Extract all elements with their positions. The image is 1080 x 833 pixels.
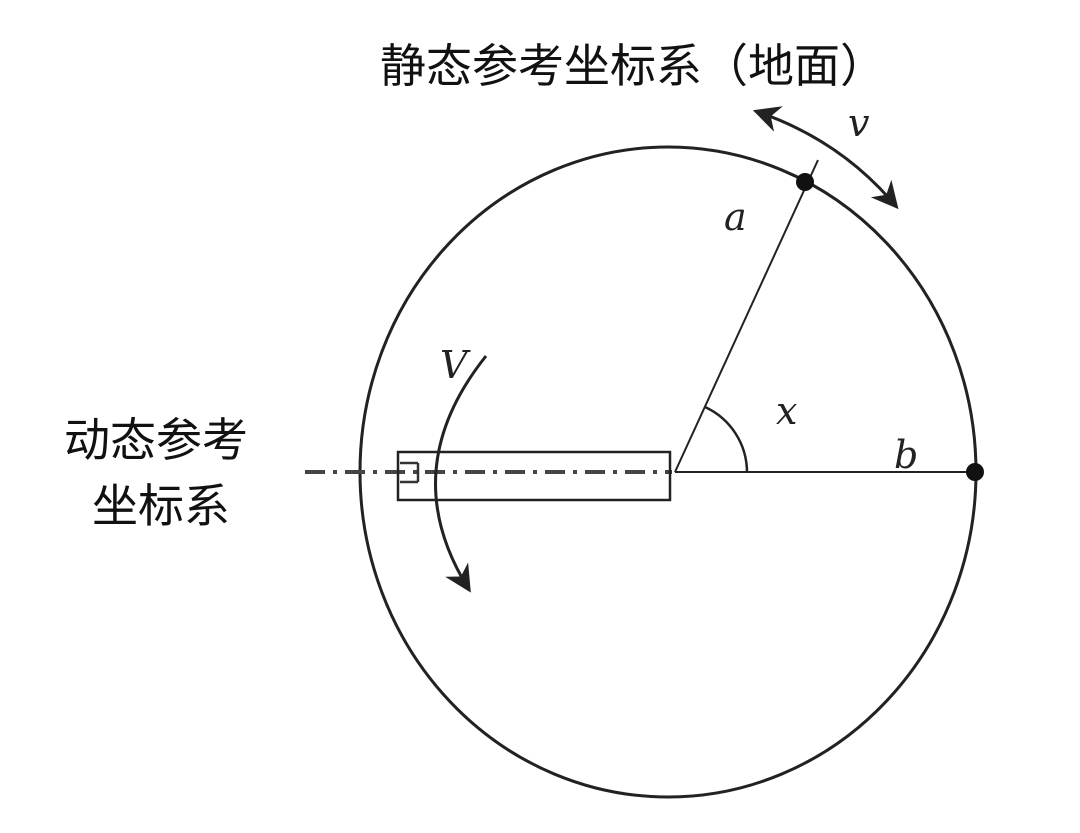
label-b: b xyxy=(894,433,918,477)
radius-a xyxy=(674,159,819,473)
point-b xyxy=(966,463,984,481)
label-V: V xyxy=(440,343,471,387)
arrow-V-icon xyxy=(434,355,488,593)
arrow-v-icon xyxy=(752,106,899,210)
angle-arc xyxy=(704,405,749,473)
rotating-arm xyxy=(396,450,672,502)
label-v: v xyxy=(848,101,870,145)
dynamic-frame-title-line2: 坐标系 xyxy=(92,479,230,533)
label-x: x xyxy=(776,389,797,433)
static-frame-title: 静态参考坐标系（地面） xyxy=(380,39,886,93)
dynamic-frame-title-line1: 动态参考 xyxy=(64,413,248,467)
label-a: a xyxy=(724,195,747,239)
point-a xyxy=(796,173,814,191)
arm-notch xyxy=(400,461,420,484)
